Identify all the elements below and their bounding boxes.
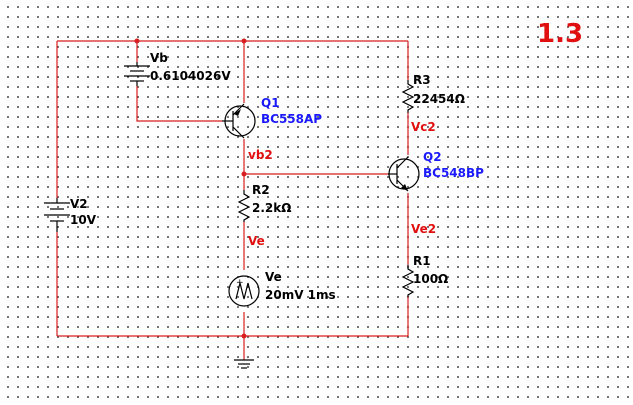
v2-dc-source-symbol xyxy=(44,198,70,232)
net-label-vb2: vb2 xyxy=(248,148,273,162)
junction-q1-top xyxy=(241,38,247,44)
junction-ground xyxy=(241,333,247,339)
ve-source-value: 20mV 1ms xyxy=(265,288,336,302)
net-label-ve2: Ve2 xyxy=(411,222,436,236)
q2-name: Q2 xyxy=(423,150,442,164)
ve-source-name: Ve xyxy=(265,270,282,284)
r3-value: 22454Ω xyxy=(413,92,465,106)
r2-resistor-symbol xyxy=(237,190,251,222)
ground-symbol xyxy=(234,359,254,369)
v2-value: 10V xyxy=(70,213,97,227)
junctions xyxy=(134,38,247,339)
q1-name: Q1 xyxy=(261,96,280,110)
ve-ac-source-symbol: + xyxy=(228,275,260,307)
r3-name: R3 xyxy=(413,73,431,87)
r1-resistor-symbol xyxy=(401,265,415,297)
vb-value: 0.6104026V xyxy=(150,69,231,83)
v2-name: V2 xyxy=(70,197,88,211)
wires xyxy=(56,40,409,360)
q1-pnp-transistor-symbol xyxy=(222,103,256,139)
q2-model: BC548BP xyxy=(423,166,484,180)
r1-value: 100Ω xyxy=(413,272,448,286)
figure-label: 1.3 xyxy=(537,19,583,49)
q1-model: BC558AP xyxy=(261,112,322,126)
q2-npn-transistor-symbol xyxy=(388,156,420,192)
r2-name: R2 xyxy=(252,183,270,197)
junction-vb2 xyxy=(241,171,247,177)
r3-resistor-symbol xyxy=(401,80,415,113)
r1-name: R1 xyxy=(413,254,431,268)
net-label-vc2: Vc2 xyxy=(411,120,436,134)
r2-value: 2.2kΩ xyxy=(252,201,291,215)
net-label-ve: Ve xyxy=(248,234,265,248)
vb-battery-symbol xyxy=(124,62,150,86)
wire-vb-bottom xyxy=(136,86,222,122)
junction-vb-top xyxy=(134,38,140,44)
vb-name: Vb xyxy=(150,51,168,65)
svg-text:+: + xyxy=(236,278,244,288)
